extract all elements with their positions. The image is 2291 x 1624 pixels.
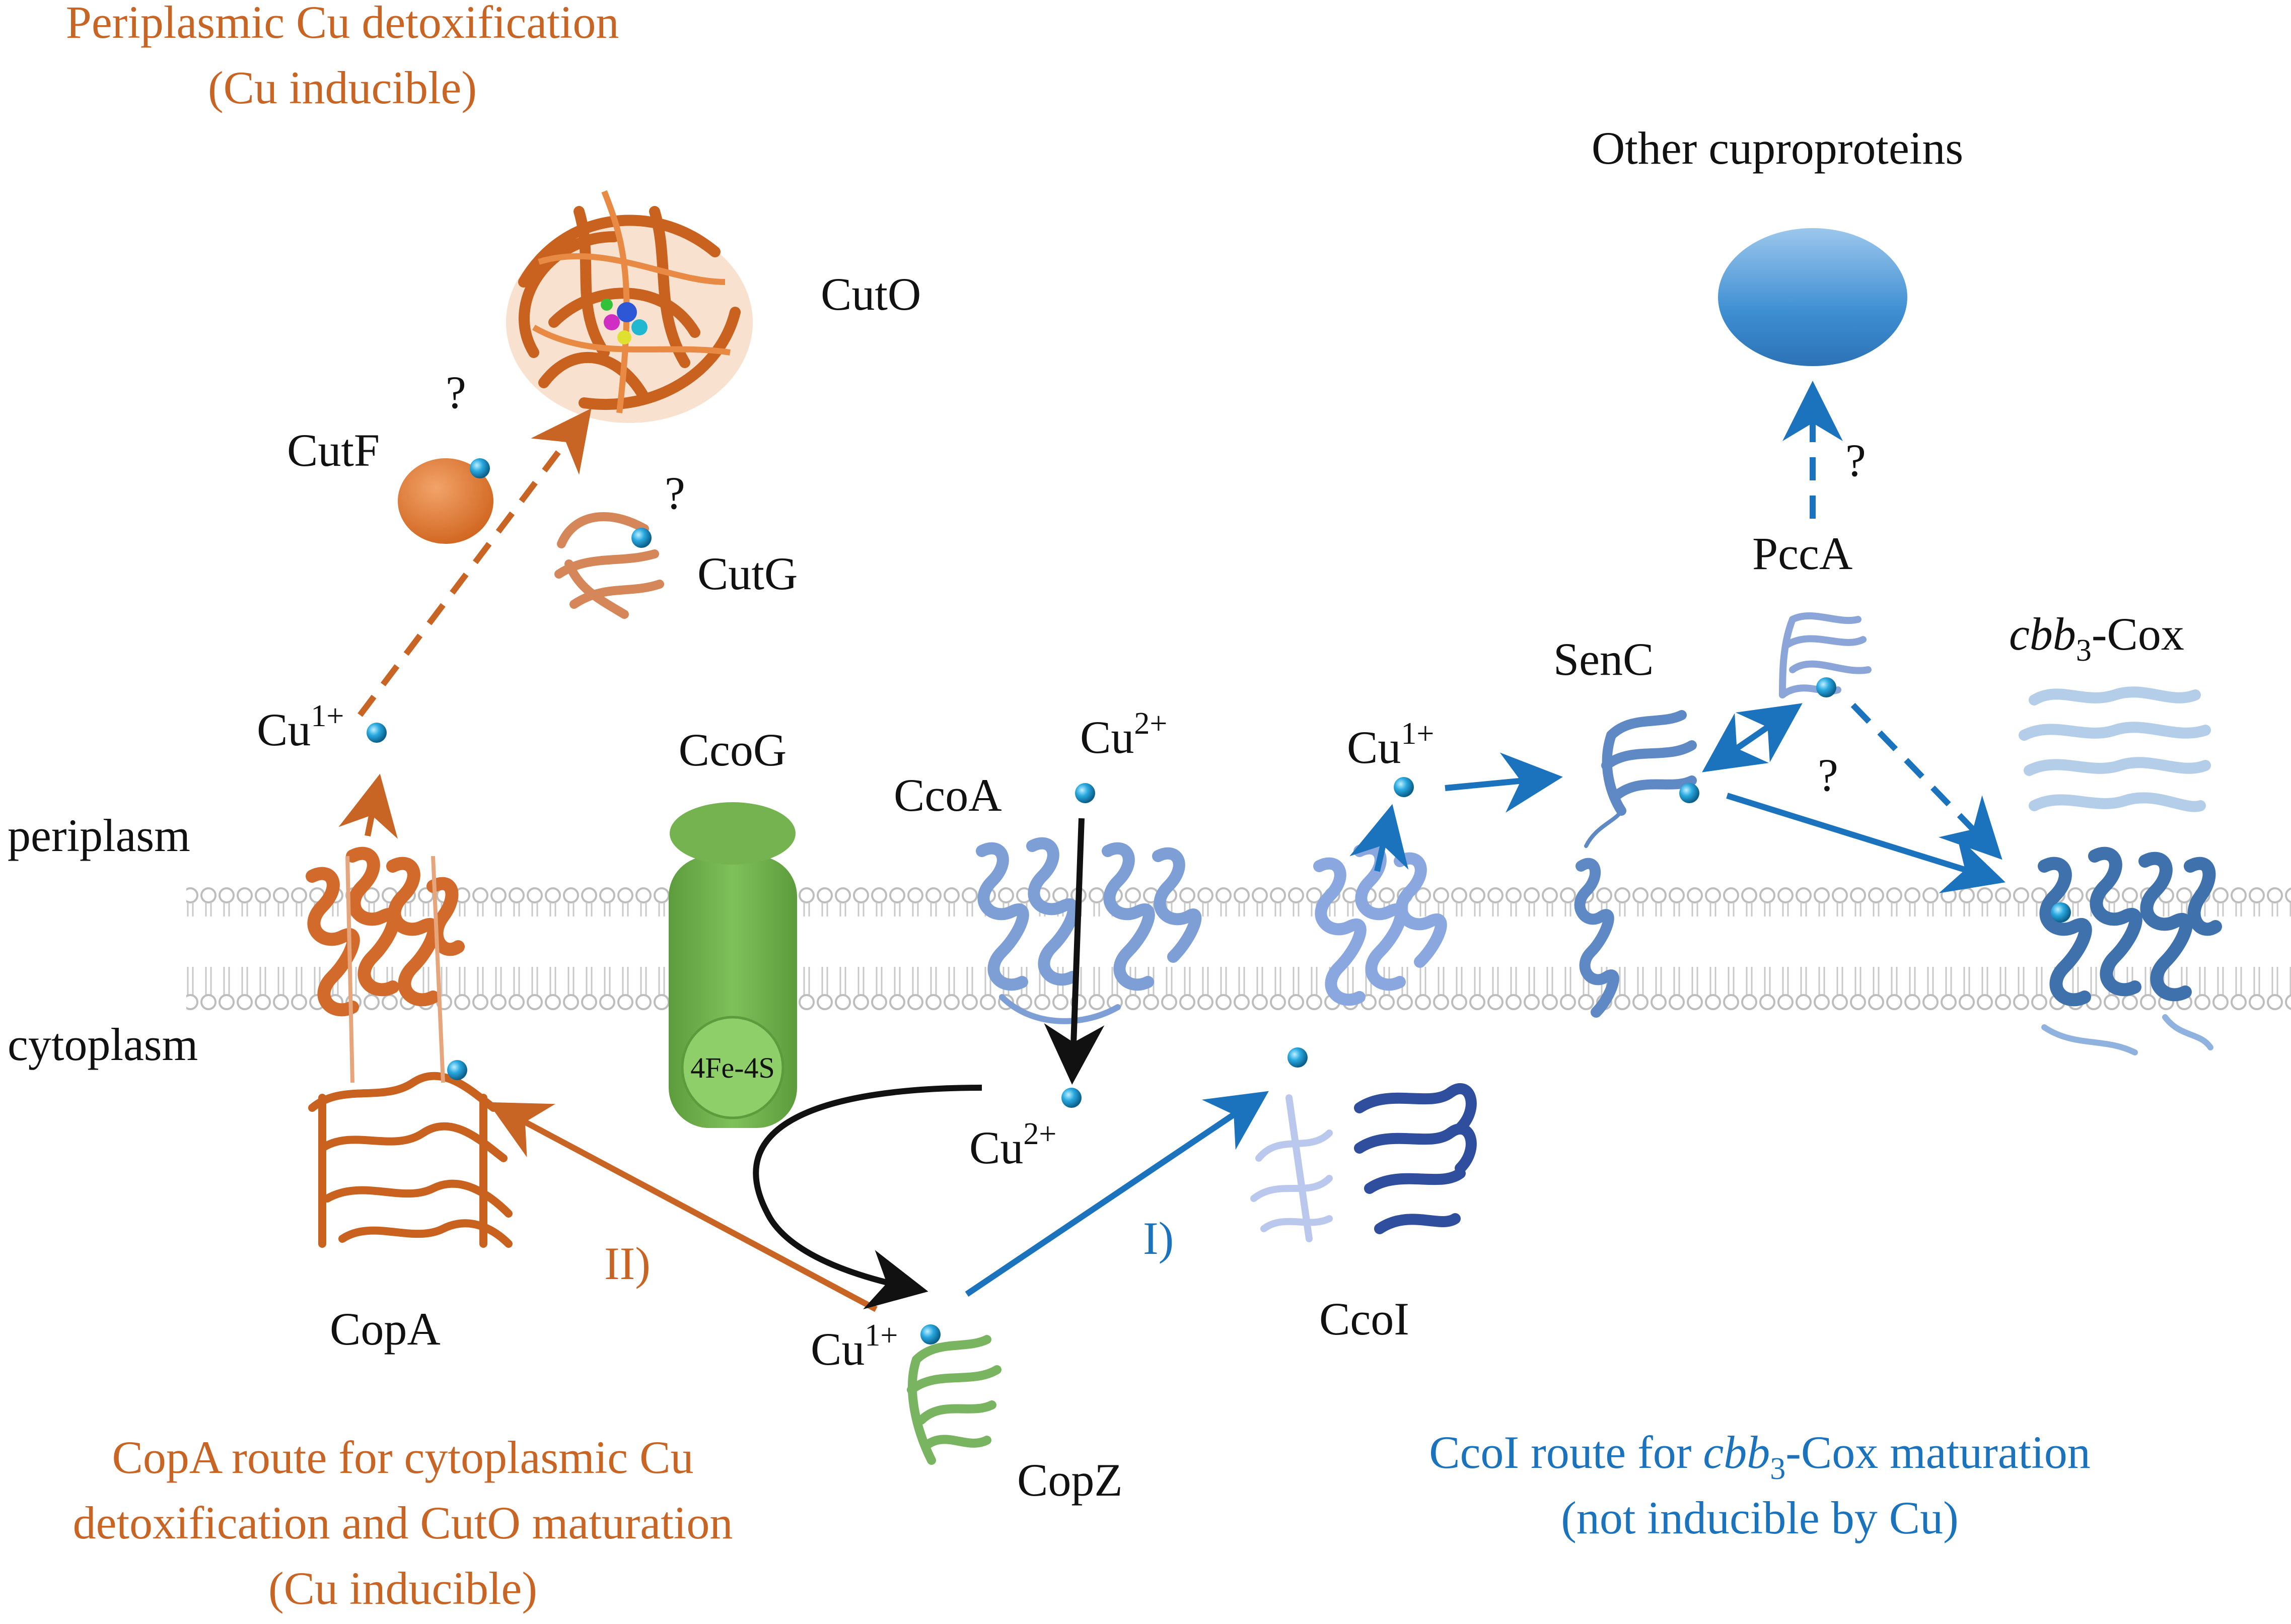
- top-left-caption-line2: (Cu inducible): [208, 62, 477, 113]
- arrow-route-one: [965, 1091, 1269, 1297]
- bottom-left-caption-line1: CopA route for cytoplasmic Cu: [112, 1432, 694, 1483]
- cu2-bottom-label: Cu2+: [969, 1117, 1056, 1173]
- bottom-left-caption: CopA route for cytoplasmic Cu detoxifica…: [73, 1432, 733, 1614]
- arrow-senc-to-cbb3: [1726, 793, 2006, 893]
- cbb3-cox-protein-structure: [2019, 686, 2222, 1055]
- cu-ion-copz: [920, 1324, 941, 1345]
- copz-label: CopZ: [1017, 1454, 1123, 1506]
- cu1-bottom-label: Cu1+: [811, 1318, 898, 1375]
- arrow-ccoi-export: [1349, 804, 1409, 872]
- cu1-bottom-sup: 1+: [865, 1318, 898, 1353]
- cu2-bottom-base: Cu: [969, 1122, 1023, 1173]
- other-cuproproteins-label: Other cuproproteins: [1592, 122, 1963, 174]
- pcca-label: PccA: [1752, 528, 1852, 579]
- cu1-right-sup: 1+: [1401, 717, 1434, 751]
- arrow-cu-to-senc: [1445, 752, 1563, 813]
- bottom-right-caption-pre: CcoI route for: [1429, 1427, 1703, 1478]
- cu-ion-copa: [447, 1060, 467, 1080]
- cu1-right-base: Cu: [1347, 722, 1401, 773]
- cu-ion-ccoa-bottom: [1061, 1088, 1082, 1108]
- bottom-right-caption-sub: 3: [1770, 1452, 1785, 1486]
- bottom-right-caption-italic: cbb: [1703, 1427, 1770, 1478]
- copper-ions: [367, 458, 2071, 1345]
- cu-ion-cutf: [470, 458, 490, 478]
- cu2-top-label: Cu2+: [1080, 707, 1167, 763]
- cbb3-cox-label-sub: 3: [2076, 633, 2092, 668]
- cu-ion-ccoa-top: [1075, 783, 1095, 803]
- copa-label: CopA: [330, 1303, 441, 1355]
- route-one-label: I): [1143, 1213, 1174, 1264]
- pcca-question-mark: ?: [1845, 435, 1866, 486]
- bottom-right-caption-line1: CcoI route for cbb3-Cox maturation: [1429, 1427, 2091, 1486]
- cu-ion-pcca: [1816, 677, 1836, 697]
- cu-ion-senc: [1679, 783, 1699, 803]
- senc-label: SenC: [1553, 633, 1654, 685]
- bottom-right-caption-post: -Cox maturation: [1785, 1427, 2091, 1478]
- cutf-question-mark: ?: [446, 367, 466, 418]
- cu1-left-base: Cu: [257, 704, 311, 755]
- cuto-protein-structure: [506, 190, 753, 423]
- cutg-label: CutG: [697, 548, 798, 599]
- senc-cbb3-question-mark: ?: [1818, 749, 1838, 801]
- cu1-left-sup: 1+: [311, 699, 344, 733]
- iron-sulfur-cluster-label: 4Fe-4S: [690, 1051, 775, 1084]
- ccog-label: CcoG: [679, 724, 787, 775]
- ccoa-protein-structure: [976, 837, 1202, 1024]
- arrow-cu-to-cuto: [357, 408, 592, 717]
- route-two-label: II): [604, 1238, 651, 1289]
- ccog-protein: [669, 802, 797, 1128]
- cbb3-cox-label-italic: cbb: [2009, 608, 2076, 660]
- bottom-left-caption-line2: detoxification and CutO maturation: [73, 1497, 733, 1548]
- lipid-bilayer: [186, 871, 2291, 1012]
- senc-protein-structure: [1574, 710, 1697, 1018]
- cutg-question-mark: ?: [665, 467, 685, 519]
- copa-protein-structure: [306, 846, 513, 1248]
- cu-ion-periplasm-left: [367, 723, 387, 743]
- cu1-left-label: Cu1+: [257, 699, 344, 755]
- arrow-senc-pcca-exchange: [1702, 703, 1803, 772]
- arrow-route-two: [487, 1102, 878, 1312]
- ccoi-protein-structure: [1250, 842, 1477, 1242]
- bottom-right-caption-line2: (not inducible by Cu): [1561, 1492, 1959, 1543]
- cu2-bottom-sup: 2+: [1023, 1117, 1056, 1151]
- cu-ion-periplasm-right: [1394, 777, 1414, 797]
- cytoplasm-label: cytoplasm: [8, 1019, 198, 1070]
- cuto-label: CutO: [821, 268, 921, 320]
- cu-ion-cbb3: [2051, 902, 2071, 923]
- arrow-ccoa-import: [1044, 818, 1105, 1085]
- top-left-caption-line1: Periplasmic Cu detoxification: [66, 0, 619, 48]
- arrow-pcca-to-cbb3: [1850, 702, 2002, 860]
- cu-ion-cutg: [631, 528, 652, 548]
- ccoa-label: CcoA: [894, 769, 1002, 821]
- pcca-protein-structure: [1779, 612, 1872, 698]
- bottom-left-caption-line3: (Cu inducible): [268, 1563, 537, 1614]
- ccoi-label: CcoI: [1319, 1293, 1409, 1345]
- other-cuproproteins-ellipse: [1718, 228, 1907, 366]
- cutg-protein-structure: [554, 512, 664, 619]
- arrow-cu-reduction-to-copz: [753, 1085, 982, 1309]
- cu-ion-ccoi: [1287, 1047, 1308, 1068]
- bottom-right-caption: CcoI route for cbb3-Cox maturation (not …: [1429, 1427, 2091, 1543]
- copz-protein-structure: [907, 1335, 1001, 1465]
- cu2-top-sup: 2+: [1134, 707, 1167, 741]
- arrow-copa-to-periplasm: [338, 773, 398, 839]
- cu1-right-label: Cu1+: [1347, 717, 1434, 773]
- cbb3-cox-label: cbb3-Cox: [2009, 608, 2184, 668]
- cbb3-cox-label-post: -Cox: [2092, 608, 2184, 660]
- cutf-protein: [398, 458, 493, 544]
- cutf-label: CutF: [287, 425, 380, 476]
- periplasm-label: periplasm: [8, 810, 190, 861]
- cu2-top-base: Cu: [1080, 712, 1134, 763]
- cu1-bottom-base: Cu: [811, 1323, 865, 1375]
- top-left-caption: Periplasmic Cu detoxification (Cu induci…: [66, 0, 619, 113]
